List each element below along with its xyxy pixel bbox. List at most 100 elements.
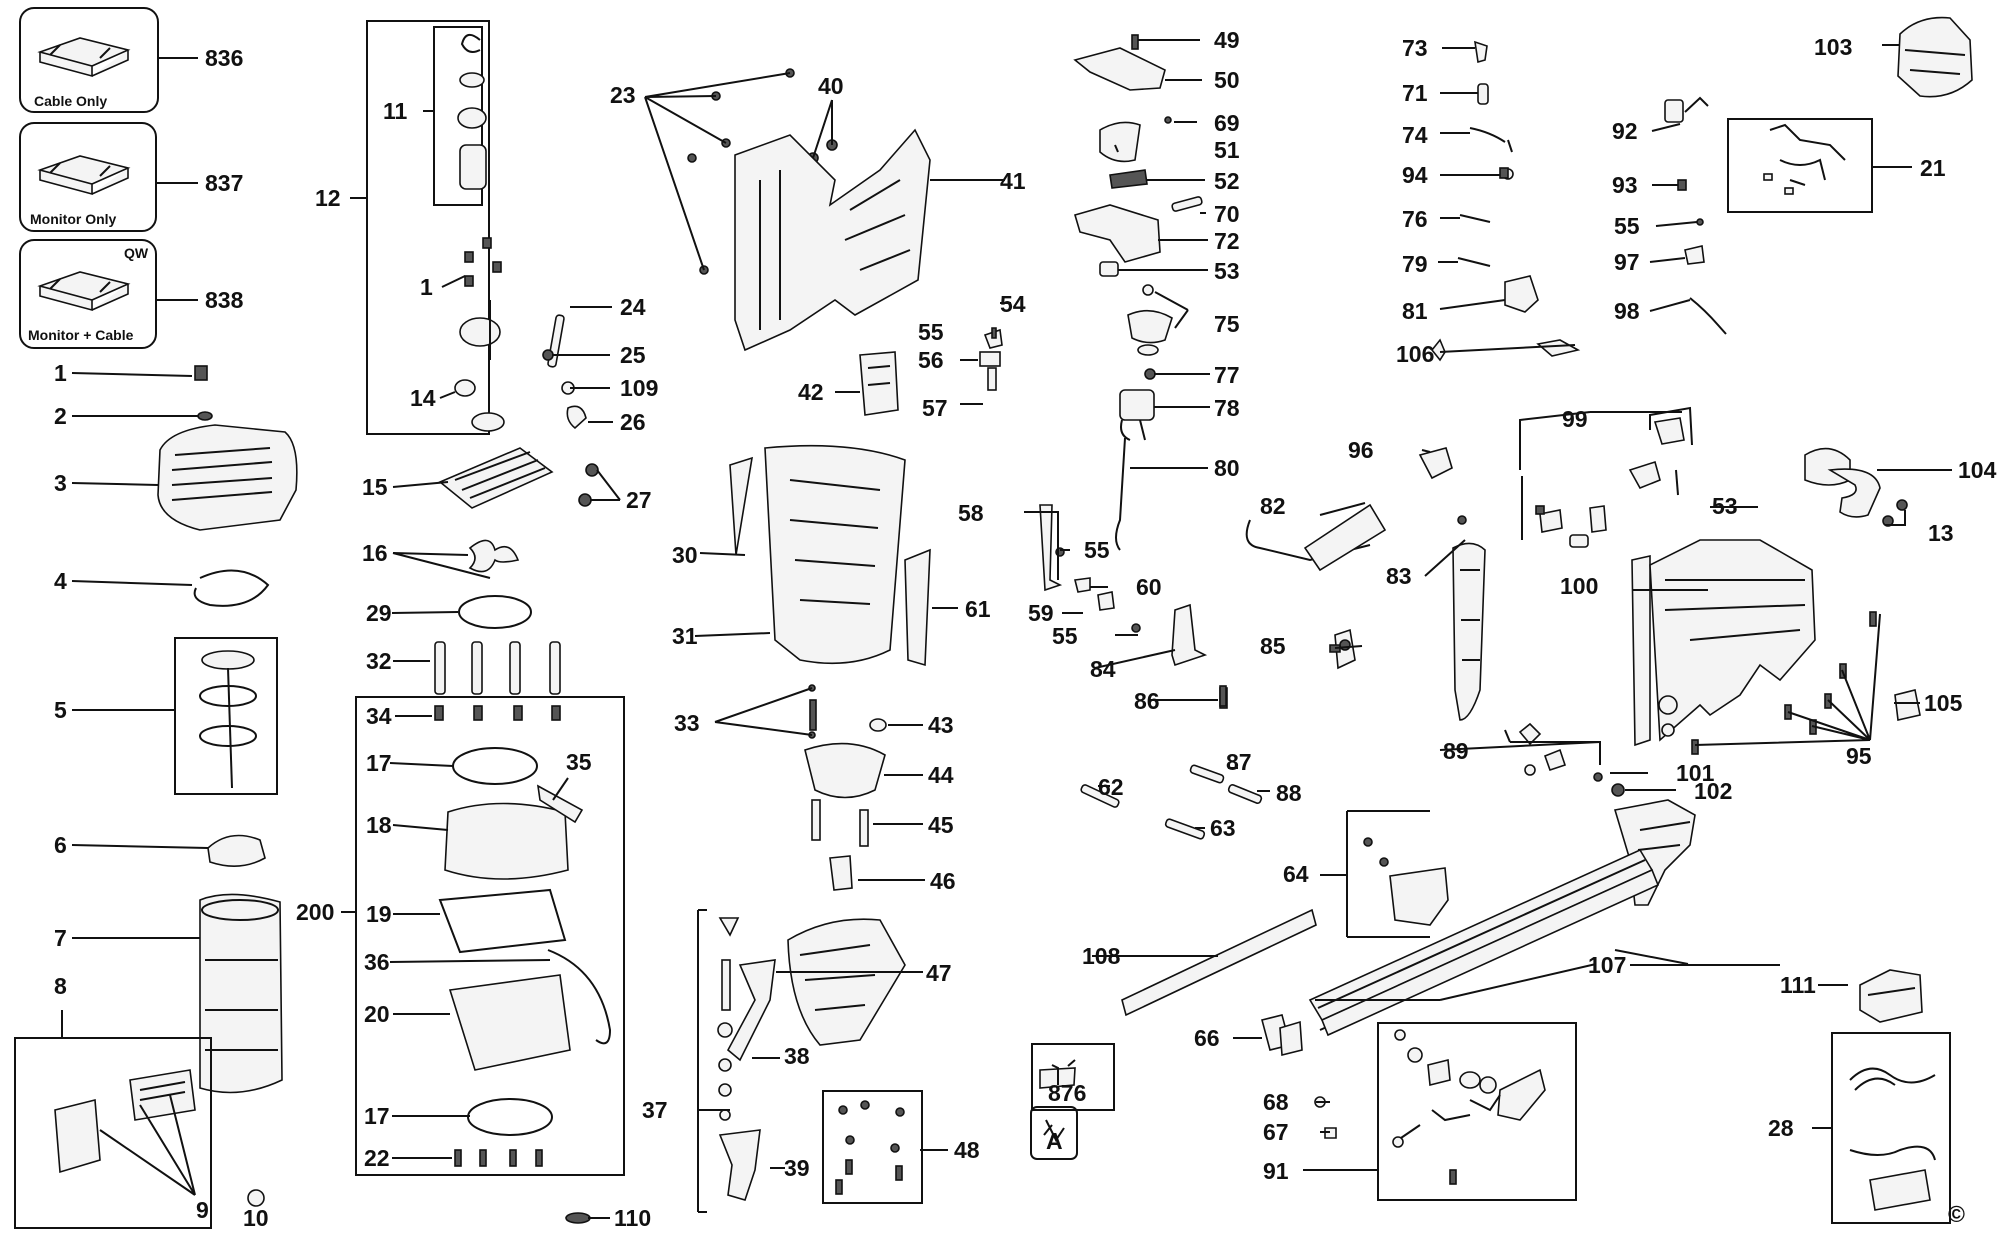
label-37: 37 — [642, 1097, 668, 1123]
label-1: 1 — [54, 360, 67, 386]
label-55a: 55 — [918, 319, 944, 345]
copyright-symbol: © — [1948, 1201, 1965, 1227]
label-38: 38 — [784, 1043, 810, 1069]
label-10: 10 — [243, 1205, 269, 1231]
label-14: 14 — [410, 385, 436, 411]
label-19: 19 — [366, 901, 392, 927]
label-836: 836 — [205, 45, 243, 71]
label-105: 105 — [1924, 690, 1963, 716]
label-5: 5 — [54, 697, 67, 723]
label-91: 91 — [1263, 1158, 1289, 1184]
tag-letter-a: A — [1046, 1128, 1063, 1154]
kit-caption-cable-only: Cable Only — [34, 93, 107, 109]
leader-lines — [61, 39, 1952, 1219]
label-41: 41 — [1000, 168, 1026, 194]
label-55d: 55 — [1614, 213, 1640, 239]
label-876: 876 — [1048, 1080, 1086, 1106]
part-shapes-left — [14, 365, 298, 1229]
label-61: 61 — [965, 596, 991, 622]
label-32: 32 — [366, 648, 392, 674]
label-34: 34 — [366, 703, 392, 729]
label-8: 8 — [54, 973, 67, 999]
label-46: 46 — [930, 868, 956, 894]
label-25: 25 — [620, 342, 646, 368]
kit-836: Cable Only — [19, 7, 159, 113]
label-18: 18 — [366, 812, 392, 838]
label-33: 33 — [674, 710, 700, 736]
label-103: 103 — [1814, 34, 1852, 60]
label-75: 75 — [1214, 311, 1240, 337]
label-104: 104 — [1958, 457, 1997, 483]
label-55c: 55 — [1052, 623, 1078, 649]
label-20: 20 — [364, 1001, 390, 1027]
label-59: 59 — [1028, 600, 1054, 626]
label-111: 111 — [1780, 972, 1816, 998]
label-85: 85 — [1260, 633, 1286, 659]
label-13: 13 — [1928, 520, 1954, 546]
label-70: 70 — [1214, 201, 1240, 227]
label-72: 72 — [1214, 228, 1240, 254]
label-42: 42 — [798, 379, 824, 405]
label-87: 87 — [1226, 749, 1252, 775]
label-60: 60 — [1136, 574, 1162, 600]
label-109: 109 — [620, 375, 658, 401]
part-shapes-col3 — [687, 68, 931, 1213]
label-35: 35 — [566, 749, 592, 775]
label-16: 16 — [362, 540, 388, 566]
label-15: 15 — [362, 474, 388, 500]
label-101: 101 — [1676, 760, 1715, 786]
label-92: 92 — [1612, 118, 1638, 144]
part-shapes-right — [1030, 16, 1973, 1224]
kit-caption-monitor-only: Monitor Only — [30, 211, 117, 227]
label-76: 76 — [1402, 206, 1428, 232]
label-84: 84 — [1090, 656, 1116, 682]
label-44: 44 — [928, 762, 954, 788]
label-50: 50 — [1214, 67, 1240, 93]
label-27: 27 — [626, 487, 652, 513]
label-99: 99 — [1562, 406, 1588, 432]
label-6: 6 — [54, 832, 67, 858]
label-56: 56 — [918, 347, 944, 373]
label-40: 40 — [818, 73, 844, 99]
label-53b: 53 — [1712, 493, 1738, 519]
label-200: 200 — [296, 899, 334, 925]
label-98: 98 — [1614, 298, 1640, 324]
label-62: 62 — [1098, 774, 1124, 800]
label-80: 80 — [1214, 455, 1240, 481]
label-78: 78 — [1214, 395, 1240, 421]
label-22: 22 — [364, 1145, 390, 1171]
label-94: 94 — [1402, 162, 1428, 188]
label-66: 66 — [1194, 1025, 1220, 1051]
label-47: 47 — [926, 960, 952, 986]
label-1b: 1 — [420, 274, 433, 300]
label-55b: 55 — [1084, 537, 1110, 563]
label-36: 36 — [364, 949, 390, 975]
part-labels: 836 837 838 1 2 3 4 5 6 7 8 9 10 11 12 1… — [54, 27, 1997, 1231]
label-67: 67 — [1263, 1119, 1289, 1145]
label-95: 95 — [1846, 743, 1872, 769]
label-28: 28 — [1768, 1115, 1794, 1141]
label-82: 82 — [1260, 493, 1286, 519]
label-11: 11 — [383, 98, 408, 124]
label-45: 45 — [928, 812, 954, 838]
label-89: 89 — [1443, 738, 1469, 764]
label-88: 88 — [1276, 780, 1302, 806]
label-838: 838 — [205, 287, 244, 313]
part-shapes-col2 — [355, 20, 625, 1224]
label-108: 108 — [1082, 943, 1121, 969]
bracket-boxes — [1504, 411, 1682, 765]
label-24: 24 — [620, 294, 646, 320]
label-21: 21 — [1920, 155, 1946, 181]
label-54: 54 — [1000, 291, 1026, 317]
label-26: 26 — [620, 409, 646, 435]
kit-caption-monitor-cable: Monitor + Cable — [28, 327, 134, 343]
label-102: 102 — [1694, 778, 1732, 804]
label-51: 51 — [1214, 137, 1240, 163]
label-4: 4 — [54, 568, 67, 594]
label-23: 23 — [610, 82, 636, 108]
label-81: 81 — [1402, 298, 1428, 324]
label-48: 48 — [954, 1137, 980, 1163]
label-106: 106 — [1396, 341, 1434, 367]
label-58: 58 — [958, 500, 984, 526]
